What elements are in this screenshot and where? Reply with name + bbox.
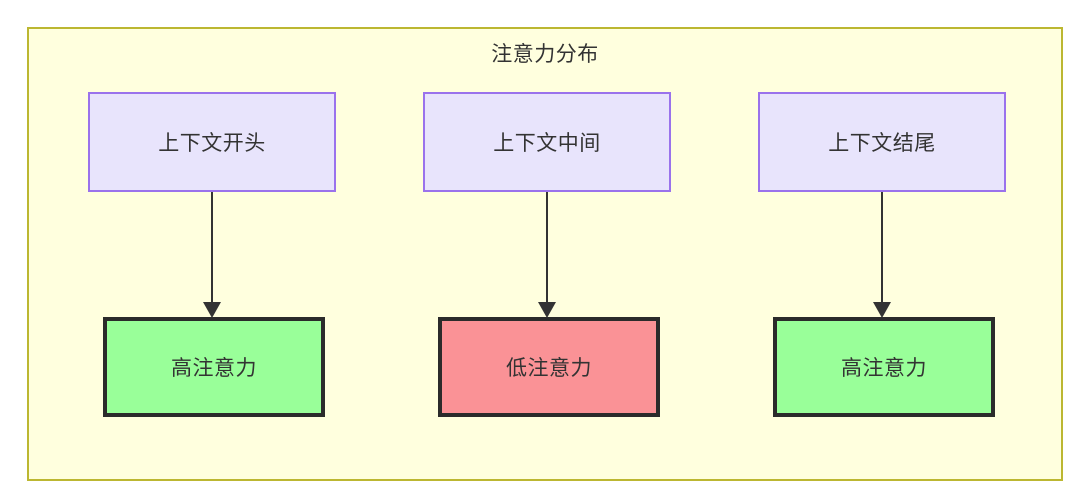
node-context-middle[interactable]: 上下文中间 — [423, 92, 671, 192]
node-high-attention-start[interactable]: 高注意力 — [103, 317, 325, 417]
node-label: 上下文开头 — [158, 132, 266, 155]
node-label: 低注意力 — [506, 357, 592, 380]
subgraph-title: 注意力分布 — [491, 43, 599, 66]
node-label: 上下文结尾 — [828, 132, 936, 155]
node-high-attention-end[interactable]: 高注意力 — [773, 317, 995, 417]
node-low-attention-middle[interactable]: 低注意力 — [438, 317, 660, 417]
node-context-start[interactable]: 上下文开头 — [88, 92, 336, 192]
node-label: 上下文中间 — [493, 132, 601, 155]
node-context-end[interactable]: 上下文结尾 — [758, 92, 1006, 192]
node-label: 高注意力 — [171, 357, 257, 380]
node-label: 高注意力 — [841, 357, 927, 380]
